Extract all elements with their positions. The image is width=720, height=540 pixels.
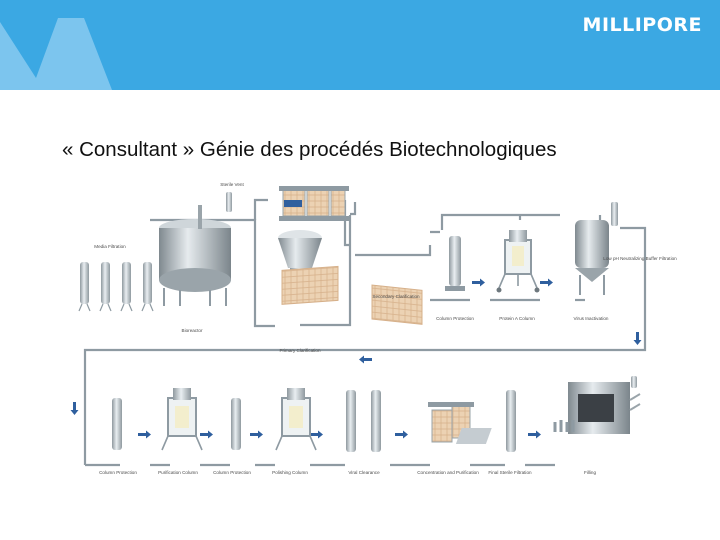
arrow-right-icon: [540, 278, 553, 287]
arrow-down-icon: [70, 402, 79, 415]
arrow-right-icon: [395, 430, 408, 439]
arrow-right-icon: [310, 430, 323, 439]
label-concentration-purification: Concentration and Purification: [417, 470, 479, 475]
arrow-right-icon: [200, 430, 213, 439]
bioprocess-flow-diagram: Media Filtration Sterile Vent Bioreactor…: [70, 182, 677, 475]
label-virus-inactivation: Virus Inactivation: [574, 316, 609, 321]
brand-logo: MILLIPORE: [582, 14, 702, 36]
label-purification-column: Purification Column: [158, 470, 198, 475]
label-column-protection-bottom: Column Protection: [99, 470, 137, 475]
label-polishing-column: Polishing Column: [272, 470, 308, 475]
process-labels: Media Filtration Sterile Vent Bioreactor…: [94, 182, 677, 475]
label-final-sterile-filtration: Final Sterile Filtration: [488, 470, 532, 475]
media-filtration-housings: [78, 262, 154, 312]
row2-equipment: [112, 376, 641, 452]
label-viral-clearance: Viral Clearance: [348, 470, 380, 475]
header-banner: MILLIPORE: [0, 0, 720, 90]
flow-arrows: [70, 278, 642, 439]
label-sterile-vent: Sterile Vent: [220, 182, 244, 187]
label-low-ph-neutralizing: Low pH Neutralizing Buffer Filtration: [603, 256, 677, 261]
page-title: « Consultant » Génie des procédés Biotec…: [62, 138, 557, 161]
arrow-right-icon: [138, 430, 151, 439]
label-column-protection-top: Column Protection: [436, 316, 474, 321]
row1-equipment: [445, 202, 618, 295]
arrow-left-icon: [359, 355, 372, 364]
bioreactor-tank: [159, 192, 232, 306]
arrow-right-icon: [250, 430, 263, 439]
label-filling: Filling: [584, 470, 596, 475]
arrow-right-icon: [472, 278, 485, 287]
label-media-filtration: Media Filtration: [94, 244, 126, 249]
label-protein-a-column: Protein A Column: [499, 316, 535, 321]
label-secondary-clarification: Secondary Clarification: [372, 294, 420, 299]
arrow-right-icon: [528, 430, 541, 439]
depth-filter-skid: [279, 186, 349, 221]
brand-plate-icon: [284, 200, 302, 207]
clarification-pads: [281, 265, 423, 325]
label-primary-clarification: Primary Clarification: [279, 348, 321, 353]
label-column-protection-mid: Column Protection: [213, 470, 251, 475]
arrow-down-icon: [633, 332, 642, 345]
logo-mark-icon: [0, 18, 112, 90]
label-bioreactor: Bioreactor: [182, 328, 203, 333]
